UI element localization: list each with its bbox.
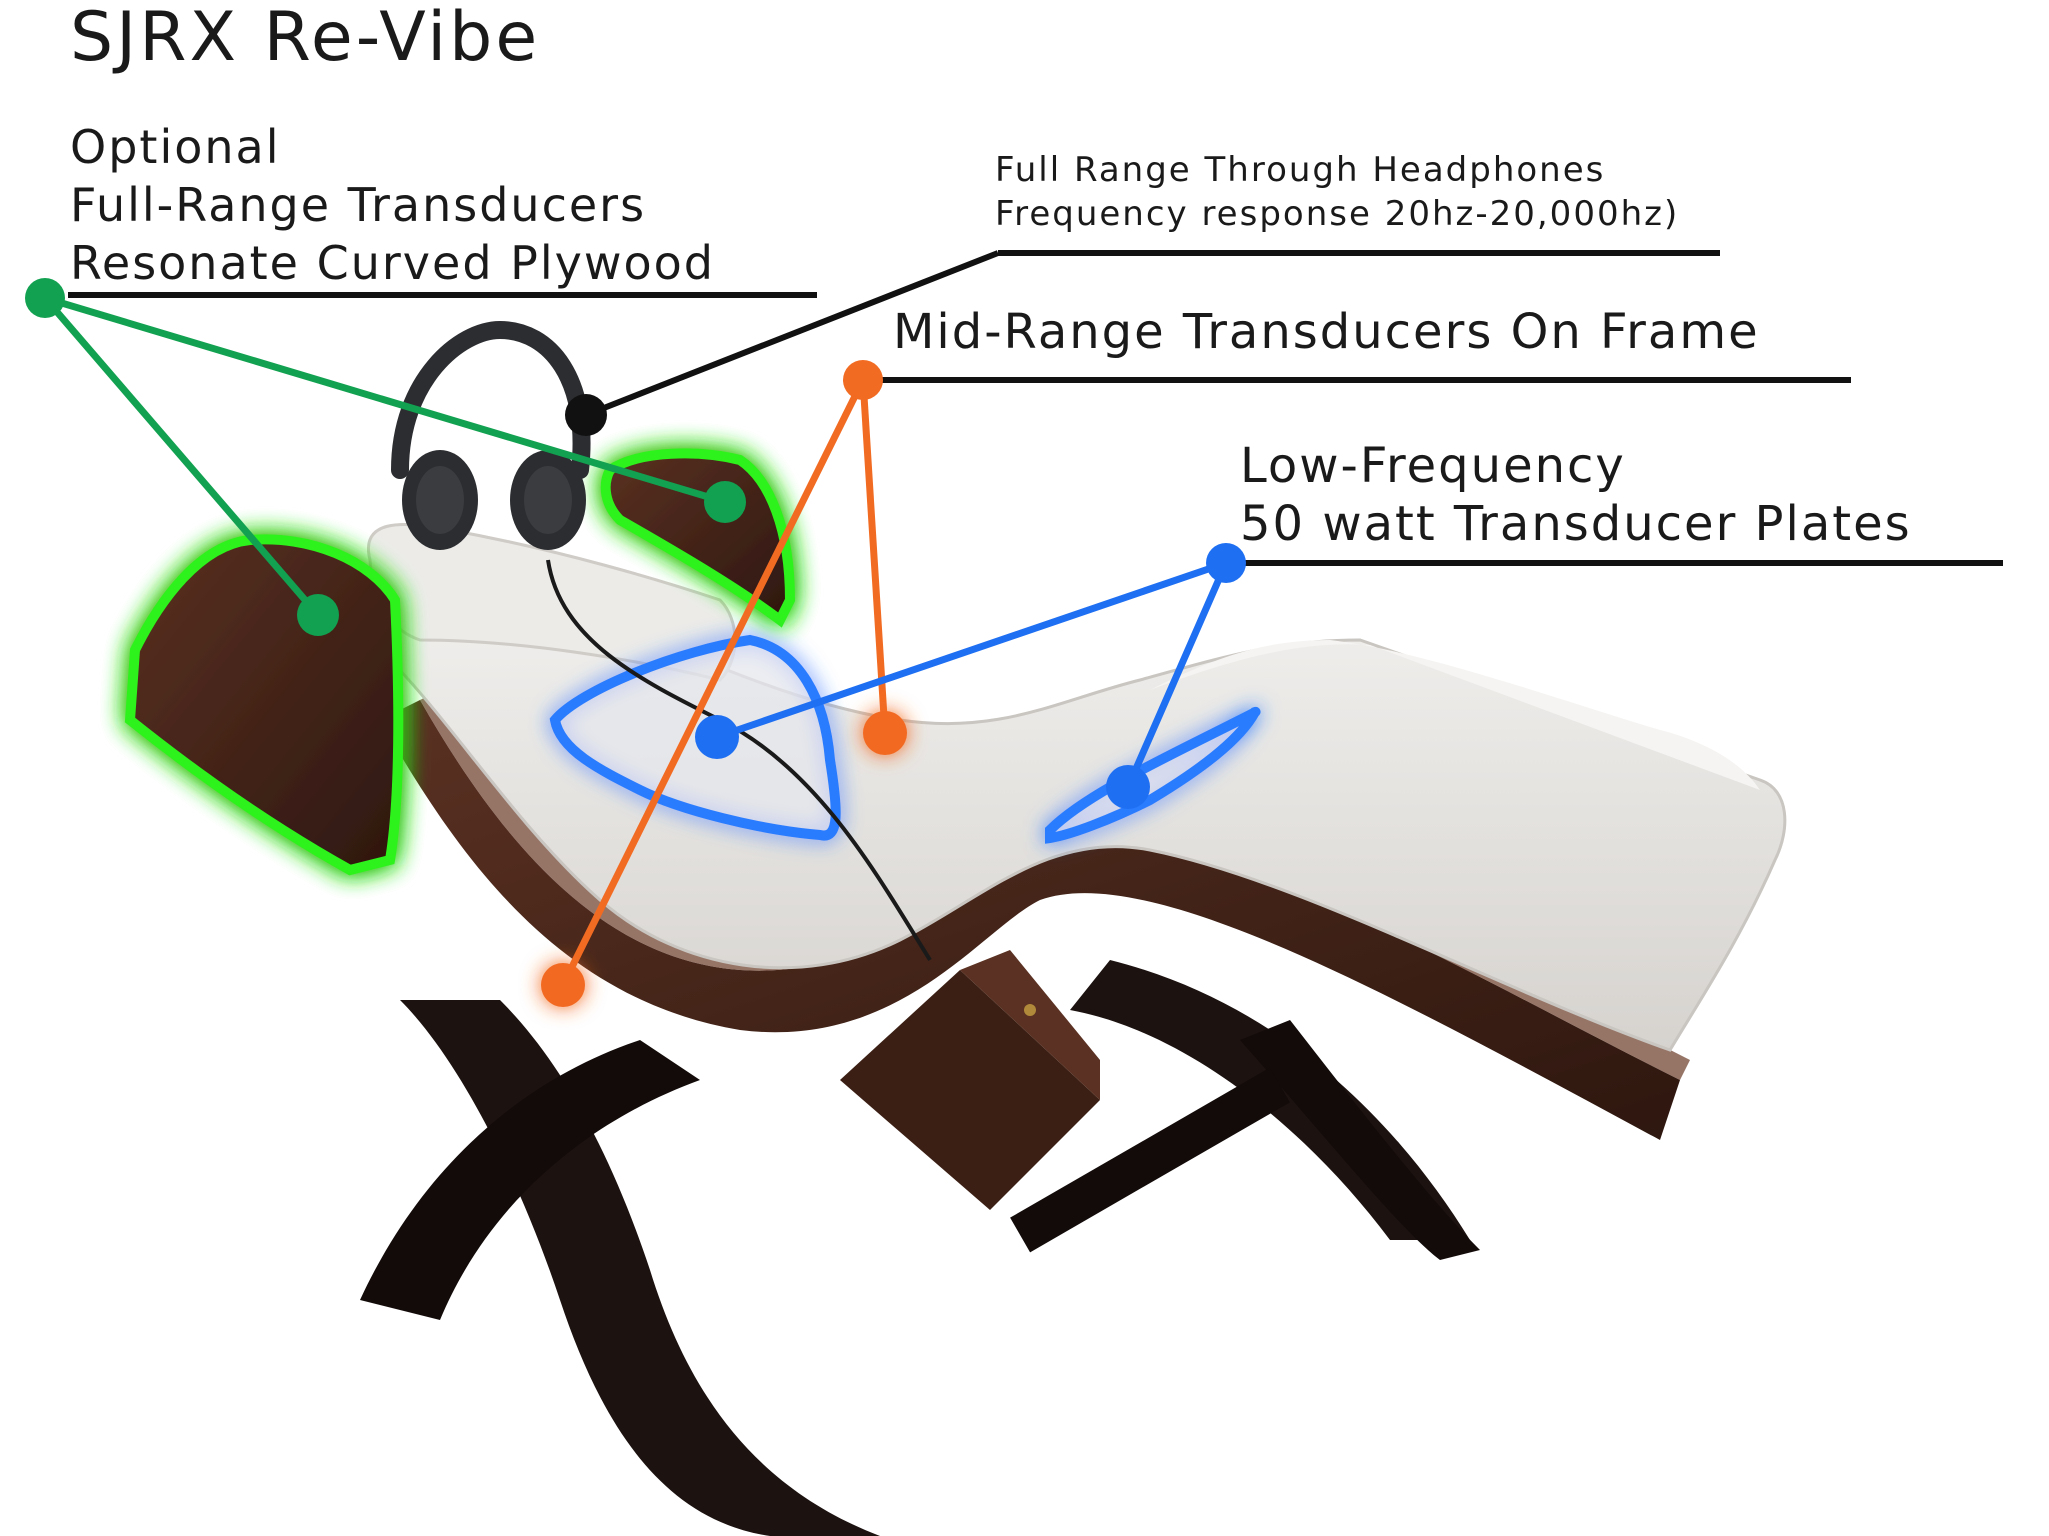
callout-lowfreq-line-2: 50 watt Transducer Plates [1240, 496, 1912, 552]
callout-lowfreq-dot-back-plate [695, 715, 739, 759]
callout-lowfreq-label: Low-Frequency 50 watt Transducer Plates [1240, 437, 1912, 553]
right-leg [1240, 1020, 1480, 1260]
callout-midrange-line-1: Mid-Range Transducers On Frame [893, 304, 1760, 360]
callout-midrange-dot [843, 360, 883, 400]
chair-legs [360, 960, 1480, 1536]
callout-plywood-line-2: Full-Range Transducers [70, 178, 647, 232]
callout-headphones-line-1: Full Range Through Headphones [995, 150, 1606, 190]
leg-rest-top [1150, 640, 1760, 790]
callout-headphones-label: Full Range Through Headphones Frequency … [995, 148, 1679, 236]
callout-headphones-line-2: Frequency response 20hz-20,000hz) [995, 194, 1680, 234]
callout-headphones-dot [565, 394, 607, 436]
callout-midrange-label: Mid-Range Transducers On Frame [893, 308, 1760, 356]
callout-plywood-dot-left-panel [297, 594, 339, 636]
callout-midrange-dot-frame-low [541, 963, 585, 1007]
control-box [840, 950, 1100, 1210]
plywood-panel-left [124, 534, 404, 876]
front-leg-crossbar [360, 1040, 700, 1320]
callout-plywood-dot-right-panel [704, 481, 746, 523]
callout-plywood-leaders [42, 292, 817, 618]
callout-plywood-label: Optional Full-Range Transducers Resonate… [70, 118, 715, 292]
callout-lowfreq-leaders [715, 559, 2003, 789]
callout-lowfreq-line-1: Low-Frequency [1240, 438, 1626, 494]
callout-headphones-leaders [584, 250, 1720, 418]
leg-stretcher [1010, 1067, 1290, 1253]
callout-plywood-line-3: Resonate Curved Plywood [70, 236, 715, 290]
callout-plywood-dot [25, 278, 65, 318]
callout-midrange-leaders [559, 377, 1851, 987]
callout-lowfreq-dot [1206, 543, 1246, 583]
callout-lowfreq-dot-leg-plate [1106, 765, 1150, 809]
callout-plywood-line-1: Optional [70, 120, 281, 174]
diagram-title: SJRX Re-Vibe [70, 0, 541, 77]
headphones-icon [391, 320, 591, 550]
callout-midrange-dot-frame-high [863, 711, 907, 755]
